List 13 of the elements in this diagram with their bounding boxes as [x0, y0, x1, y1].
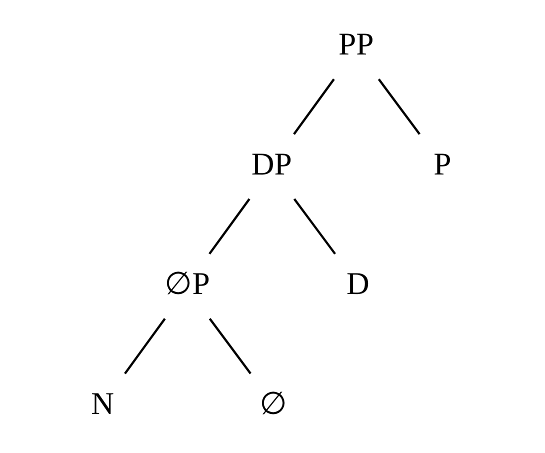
node-text: DP	[251, 146, 292, 182]
connector	[208, 198, 250, 255]
node-text: ∅P	[164, 266, 210, 302]
node-text: N	[91, 386, 114, 421]
node-text: PP	[338, 26, 374, 62]
connector	[293, 78, 335, 135]
connector	[124, 318, 166, 374]
node-text: P	[434, 146, 452, 182]
node-text: ∅	[259, 386, 288, 421]
node-text: D	[346, 266, 370, 302]
connector	[293, 198, 336, 255]
connector	[208, 318, 252, 374]
connector	[378, 78, 421, 135]
